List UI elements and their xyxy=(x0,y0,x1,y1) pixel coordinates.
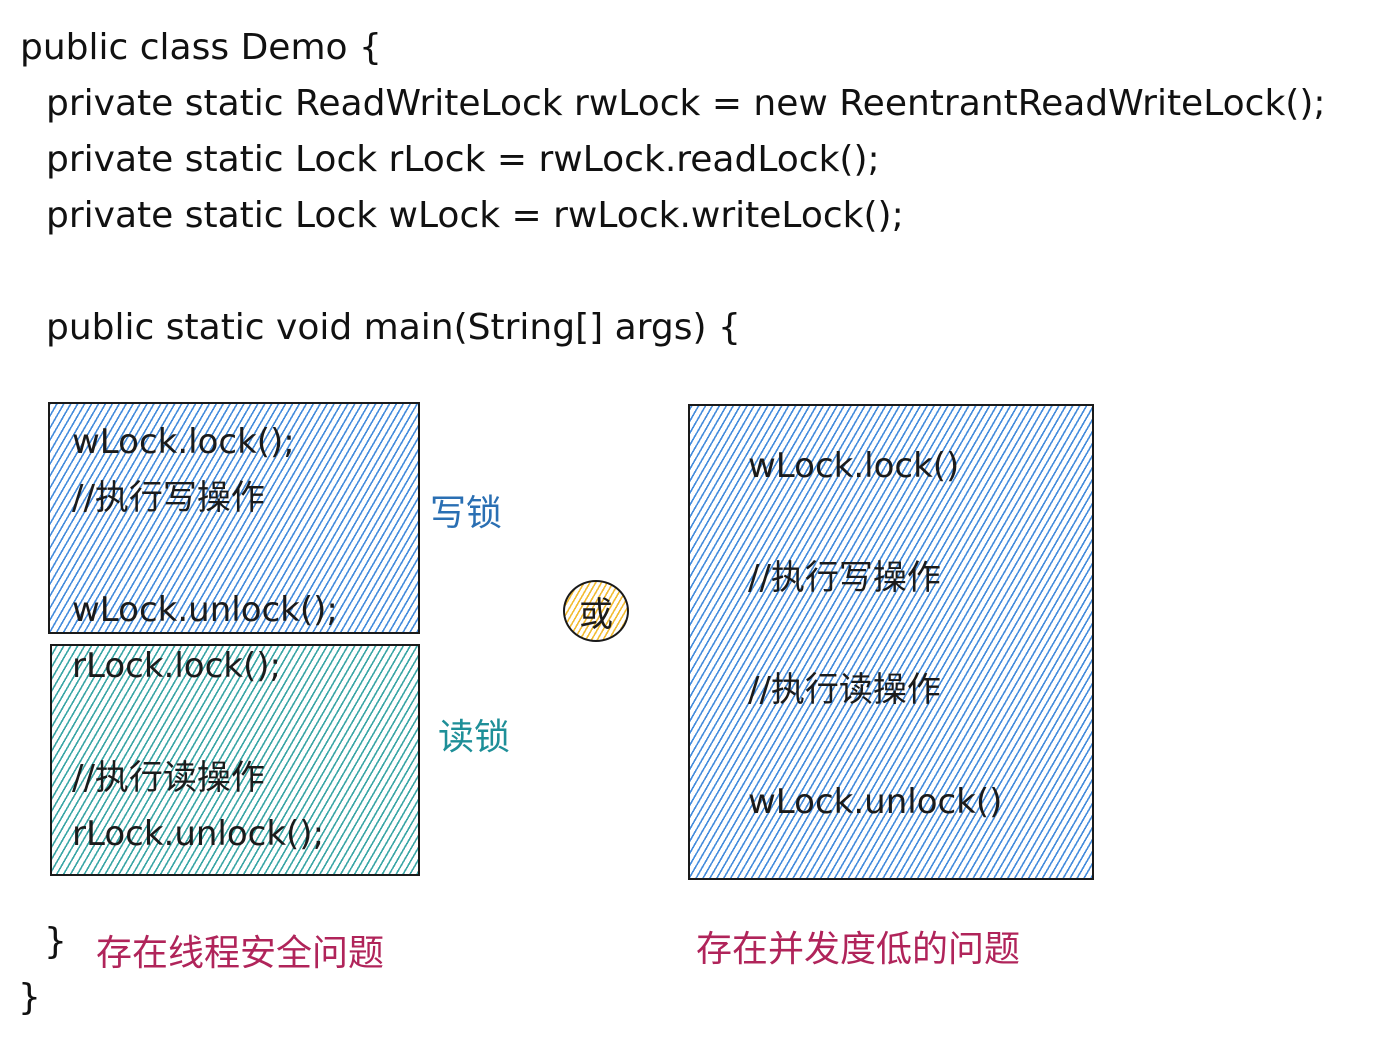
read-lock-label: 读锁 xyxy=(438,717,511,758)
write-op-comment: //执行写操作 xyxy=(72,478,265,518)
write-unlock-line: wLock.unlock(); xyxy=(72,590,338,630)
write-lock-box: wLock.lock(); //执行写操作 wLock.unlock(); xyxy=(48,402,420,634)
read-lock-line: rLock.lock(); xyxy=(72,646,281,686)
read-op-comment: //执行读操作 xyxy=(72,758,265,798)
read-lock-box: rLock.lock(); //执行读操作 rLock.unlock(); xyxy=(50,644,420,876)
wlock-field: private static Lock wLock = rwLock.write… xyxy=(46,195,904,236)
rwlock-field: private static ReadWriteLock rwLock = ne… xyxy=(46,83,1326,124)
low-concurrency-caption: 存在并发度低的问题 xyxy=(696,929,1021,970)
thread-safety-caption: 存在线程安全问题 xyxy=(96,933,385,974)
write-lock-only-box: wLock.lock() //执行写操作 //执行读操作 wLock.unloc… xyxy=(688,404,1094,880)
rlock-field: private static Lock rLock = rwLock.readL… xyxy=(46,139,880,180)
or-circle: 或 xyxy=(563,580,629,642)
write-lock-line: wLock.lock(); xyxy=(72,422,295,462)
right-write-unlock-line: wLock.unlock() xyxy=(748,782,1003,822)
class-closing-brace: } xyxy=(18,977,41,1018)
right-write-op-comment: //执行写操作 xyxy=(748,558,941,598)
right-read-op-comment: //执行读操作 xyxy=(748,670,941,710)
method-closing-brace: } xyxy=(44,921,67,962)
class-declaration: public class Demo { xyxy=(20,27,382,68)
write-lock-label: 写锁 xyxy=(430,493,503,534)
right-write-lock-line: wLock.lock() xyxy=(748,446,960,486)
read-unlock-line: rLock.unlock(); xyxy=(72,814,325,854)
main-method-declaration: public static void main(String[] args) { xyxy=(46,307,741,348)
